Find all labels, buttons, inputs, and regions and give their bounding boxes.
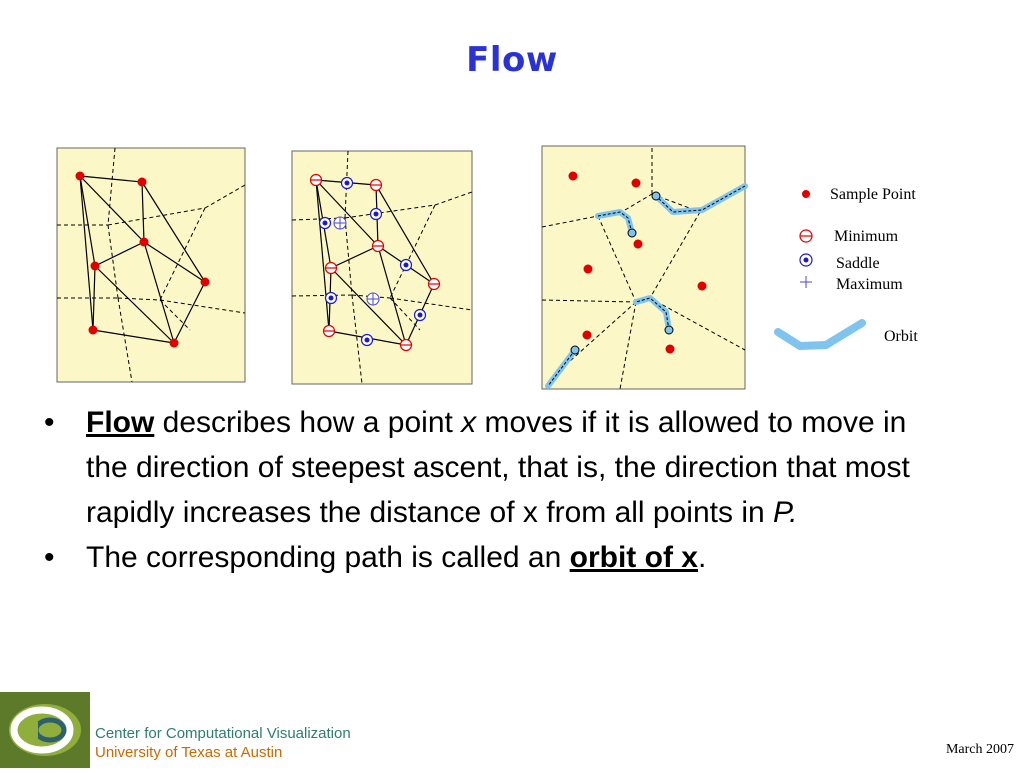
orbit-icon xyxy=(774,319,866,350)
bullet-text: . xyxy=(697,541,707,574)
legend-saddle: Saddle xyxy=(836,255,880,272)
panel-orbits xyxy=(541,145,748,390)
legend-minimum: Minimum xyxy=(834,228,899,245)
legend-orbit: Orbit xyxy=(884,328,918,345)
bullet-text: describes how a point xyxy=(154,406,462,439)
term-flow: Flow xyxy=(86,406,155,439)
bullet-text: The corresponding path is called an xyxy=(86,541,570,574)
bullet-orbit: The corresponding path is called an orbi… xyxy=(44,535,944,580)
flow-figure: Sample Point Minimum Saddle Maximum Orbi… xyxy=(56,145,918,390)
variable-x: x xyxy=(461,406,477,439)
footer-date: March 2007 xyxy=(945,742,1014,757)
logo-icon xyxy=(9,704,81,756)
maximum-icon xyxy=(800,276,812,288)
panel-delaunay xyxy=(56,147,246,383)
sample-point-icon xyxy=(802,190,810,198)
org-line-2: University of Texas at Austin xyxy=(95,744,283,761)
slide-title: Flow xyxy=(466,40,558,80)
minimum-icon xyxy=(799,229,813,243)
bullet-list: Flow describes how a point x moves if it… xyxy=(44,400,944,580)
ccv-logo xyxy=(0,692,90,768)
org-line-1: Center for Computational Visualization xyxy=(95,725,351,742)
bullet-flow: Flow describes how a point x moves if it… xyxy=(44,400,944,535)
legend: Sample Point Minimum Saddle Maximum Orbi… xyxy=(774,186,918,350)
bullet-text: moves if it is allowed to move in the di… xyxy=(86,406,910,529)
set-p: P. xyxy=(773,496,798,529)
footer-organization: Center for Computational Visualization U… xyxy=(95,724,351,762)
panel-critical-points xyxy=(291,150,473,385)
term-orbit: orbit of x xyxy=(569,541,698,574)
legend-sample-point: Sample Point xyxy=(830,186,916,203)
saddle-icon xyxy=(799,253,813,267)
legend-maximum: Maximum xyxy=(836,276,903,293)
